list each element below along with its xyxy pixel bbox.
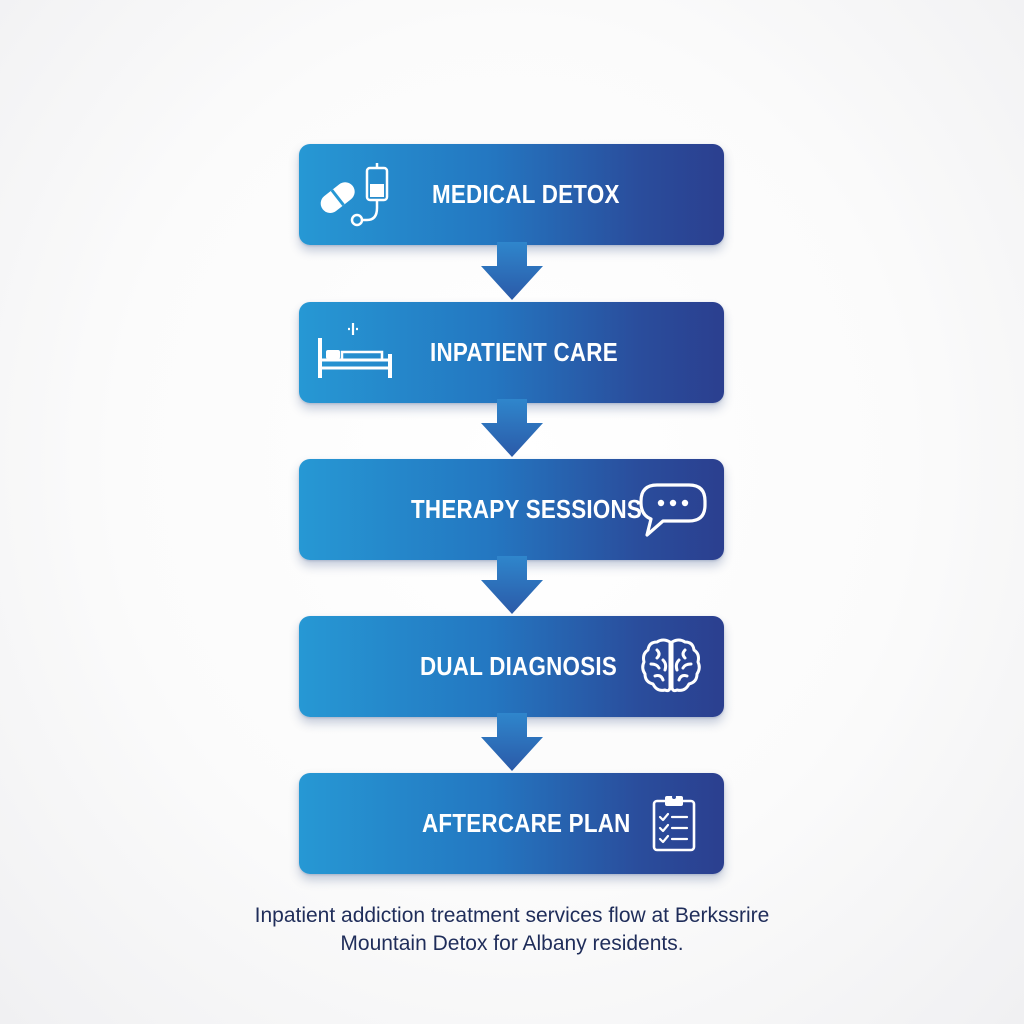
speech-bubble-icon — [639, 483, 707, 537]
step-label: AFTERCARE PLAN — [422, 808, 631, 838]
step-medical-detox: MEDICAL DETOX — [299, 144, 724, 245]
down-arrow-icon — [481, 556, 543, 614]
step-aftercare-plan: AFTERCARE PLAN — [299, 773, 724, 874]
step-label: THERAPY SESSIONS — [411, 494, 643, 524]
down-arrow-icon — [481, 399, 543, 457]
clipboard-checklist-icon — [652, 795, 696, 852]
diagram-caption: Inpatient addiction treatment services f… — [200, 902, 824, 958]
caption-line-1: Inpatient addiction treatment services f… — [254, 904, 770, 927]
step-label: DUAL DIAGNOSIS — [420, 651, 618, 681]
caption-line-2: Mountain Detox for Albany residents. — [340, 932, 684, 955]
step-label: INPATIENT CARE — [430, 337, 618, 367]
pill-iv-bag-icon — [320, 163, 389, 227]
step-therapy-sessions: THERAPY SESSIONS — [299, 459, 724, 560]
step-label: MEDICAL DETOX — [432, 179, 620, 209]
step-inpatient-care: INPATIENT CARE — [299, 302, 724, 403]
brain-icon — [641, 638, 701, 693]
down-arrow-icon — [481, 242, 543, 300]
step-dual-diagnosis: DUAL DIAGNOSIS — [299, 616, 724, 717]
down-arrow-icon — [481, 713, 543, 771]
hospital-bed-icon — [318, 323, 392, 378]
